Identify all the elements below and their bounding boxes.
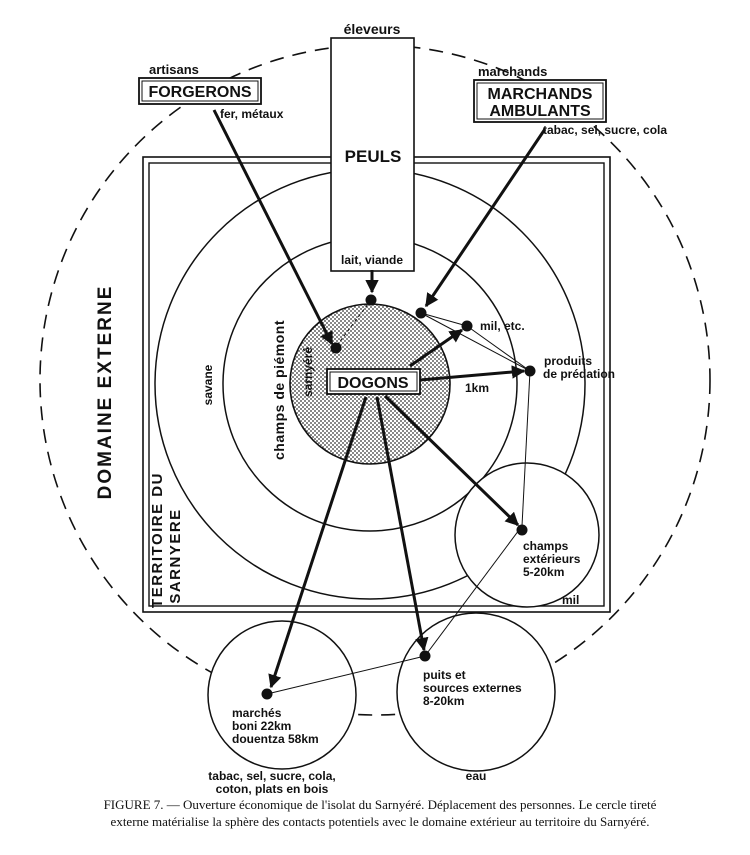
tabac-sel-sucre-cola-label: tabac, sel, sucre, cola xyxy=(543,123,667,137)
sarnyere-label: sarnyéré xyxy=(301,347,315,397)
arrow-champs xyxy=(383,394,520,527)
marchands-label-1: MARCHANDS xyxy=(488,86,593,103)
territoire-label-1: TERRITOIRE DU xyxy=(149,472,166,608)
marches-label-2: boni 22km xyxy=(232,719,291,733)
peuls-box xyxy=(330,37,415,272)
marches-circle xyxy=(207,620,357,770)
flow-arrows xyxy=(212,109,547,689)
dogons-label: DOGONS xyxy=(337,375,408,392)
mil-corner-label: mil xyxy=(562,593,579,607)
artisans-label: artisans xyxy=(149,62,199,77)
produits-label-2: de prédation xyxy=(543,367,615,381)
marches-label-3: douentza 58km xyxy=(232,732,319,746)
node-marchands xyxy=(415,307,427,319)
nodes xyxy=(261,294,536,700)
node-marches xyxy=(261,688,273,700)
marchands-box xyxy=(473,79,607,123)
arrow-puits xyxy=(375,396,429,652)
marchands-top-label: marchands xyxy=(478,64,547,79)
outer-dashed-circle xyxy=(39,44,711,716)
arrow-marches xyxy=(268,396,368,689)
marchands-label-2: AMBULANTS xyxy=(489,103,591,120)
puits-label-2: sources externes xyxy=(423,681,522,695)
node-mil xyxy=(461,320,473,332)
node-produits xyxy=(524,365,536,377)
caption-line-1: FIGURE 7. — Ouverture économique de l'is… xyxy=(103,797,657,812)
champs-ext-label-1: champs xyxy=(523,539,569,553)
km-label: 1km xyxy=(465,381,489,395)
figure-caption: FIGURE 7. — Ouverture économique de l'is… xyxy=(40,796,720,830)
dogons-box xyxy=(326,368,421,395)
territoire-label-2: SARNYERE xyxy=(167,508,184,603)
domaine-externe-label: DOMAINE EXTERNE xyxy=(95,285,116,500)
arrow-mil xyxy=(409,328,464,368)
lait-viande-label: lait, viande xyxy=(341,253,403,267)
puits-label-3: 8-20km xyxy=(423,694,464,708)
arrow-forgerons xyxy=(212,109,334,346)
thin-connectors xyxy=(266,299,531,695)
forgerons-box-inner xyxy=(141,80,259,102)
marchands-box-inner xyxy=(476,82,604,120)
node-forgerons xyxy=(330,342,342,354)
eleveurs-label: éleveurs xyxy=(344,21,401,37)
caption-line-2: externe matérialise la sphère des contac… xyxy=(110,814,650,829)
marches-label-1: marchés xyxy=(232,706,282,720)
fer-metaux-label: fer, métaux xyxy=(220,107,284,121)
champs-piemont-label: champs de piémont xyxy=(271,320,287,460)
mil-etc-label: mil, etc. xyxy=(480,319,525,333)
dogons-box-inner xyxy=(329,371,418,392)
eau-label: eau xyxy=(466,769,487,783)
savane-label: savane xyxy=(201,364,215,405)
peuls-label: PEULS xyxy=(345,147,402,166)
node-champs xyxy=(516,524,528,536)
produits-label-1: produits xyxy=(544,354,592,368)
marches-below-1: tabac, sel, sucre, cola, xyxy=(208,769,335,783)
arrow-marchands xyxy=(424,128,547,308)
champs-ext-label-3: 5-20km xyxy=(523,565,564,579)
forgerons-box xyxy=(138,77,262,105)
arrow-produits xyxy=(419,365,526,382)
champs-ext-label-2: extérieurs xyxy=(523,552,581,566)
marches-below-2: coton, plats en bois xyxy=(216,782,329,796)
forgerons-label: FORGERONS xyxy=(148,84,251,101)
node-peuls xyxy=(365,294,377,306)
puits-label-1: puits et xyxy=(423,668,466,682)
diagram-canvas: DOMAINE EXTERNE TERRITOIRE DU SARNYERE é… xyxy=(39,21,711,796)
node-puits xyxy=(419,650,431,662)
puits-circle xyxy=(396,612,556,772)
